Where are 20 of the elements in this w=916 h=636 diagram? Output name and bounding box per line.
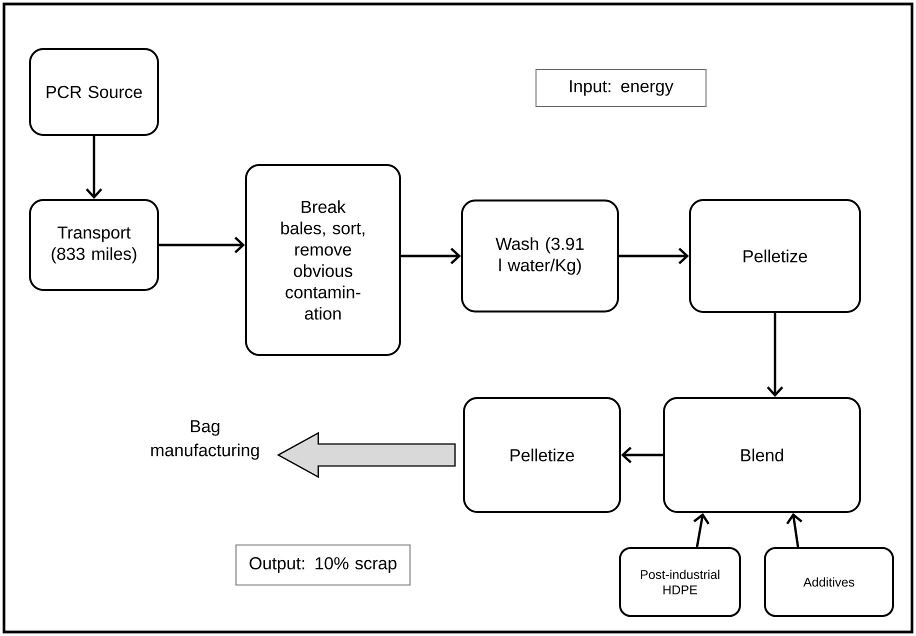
process-box: Wash (3.91 l water/Kg) (461, 200, 619, 312)
process-box: PCR Source (29, 48, 159, 136)
arrow (619, 248, 690, 264)
arrow (786, 513, 802, 548)
output-text: Bag manufacturing (151, 420, 259, 460)
process-box: Blend (663, 397, 861, 513)
process-box: Break bales, sort, remove obvious contamin-ation (245, 164, 401, 356)
note-box: Output: 10% scrap (235, 544, 411, 586)
note-box: Input: energy (535, 68, 707, 108)
arrow (86, 136, 102, 199)
arrow (621, 446, 663, 464)
arrow (766, 313, 784, 397)
input-box: Additives (764, 547, 894, 617)
process-box: Transport (833 miles) (29, 199, 159, 291)
process-box: Pelletize (689, 199, 861, 313)
arrow (693, 513, 710, 548)
arrow (401, 248, 462, 264)
process-box: Pelletize (463, 397, 621, 513)
input-box: Post-industrial HDPE (619, 547, 741, 617)
arrow (159, 236, 245, 254)
